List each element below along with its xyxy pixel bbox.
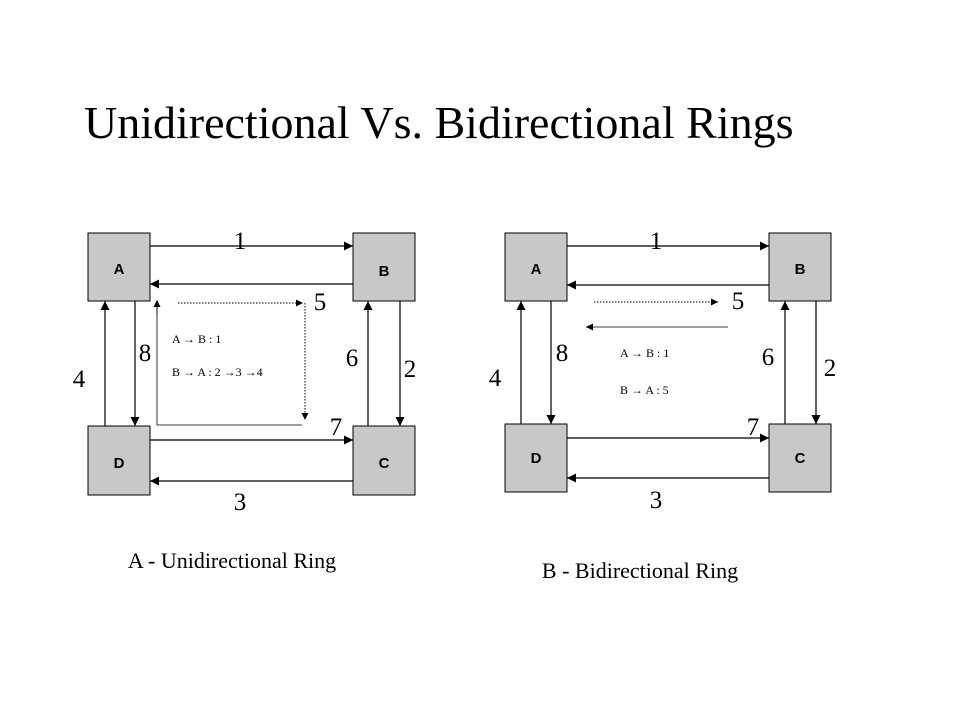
route-b-to-a: B → A : 5: [620, 383, 669, 397]
link-label-1: 1: [234, 228, 247, 255]
route-b-to-a: B → A : 2 →3 →4: [172, 365, 263, 379]
node-c: C: [352, 425, 416, 496]
node-a: A: [504, 232, 568, 302]
link-label-8: 8: [139, 340, 152, 367]
link-label-2: 2: [404, 356, 417, 383]
node-d: D: [504, 423, 568, 493]
node-d-label: D: [114, 455, 125, 472]
node-a-label: A: [114, 261, 125, 278]
link-label-5: 5: [732, 288, 745, 315]
link-label-3: 3: [234, 489, 247, 516]
node-c-label: C: [795, 450, 806, 467]
unidirectional-ring: A B C D 1 2 3 4 5 6: [73, 228, 417, 573]
route-path-return: [156, 303, 302, 426]
link-label-7: 7: [330, 414, 343, 441]
ring-caption-unidirectional: A - Unidirectional Ring: [128, 548, 336, 573]
link-label-2: 2: [824, 355, 837, 382]
node-d-label: D: [531, 450, 542, 467]
link-label-7: 7: [747, 414, 760, 441]
link-label-5: 5: [314, 289, 327, 316]
node-a-label: A: [531, 261, 542, 278]
node-b: B: [768, 232, 832, 302]
link-label-3: 3: [650, 487, 663, 514]
node-c-label: C: [379, 455, 390, 472]
bidirectional-ring: A B C D 1 2 3 4 5 6 7 8: [489, 228, 837, 583]
node-a: A: [87, 232, 151, 302]
node-d: D: [87, 425, 151, 496]
link-label-6: 6: [762, 344, 775, 371]
node-b: B: [352, 232, 416, 302]
node-c: C: [768, 423, 832, 493]
route-a-to-b: A → B : 1: [620, 346, 669, 360]
ring-caption-bidirectional: B - Bidirectional Ring: [542, 558, 738, 583]
link-label-8: 8: [556, 340, 569, 367]
link-label-4: 4: [73, 366, 86, 393]
link-label-4: 4: [489, 365, 502, 392]
node-b-label: B: [795, 261, 806, 278]
link-label-6: 6: [346, 345, 359, 372]
link-label-1: 1: [650, 228, 663, 255]
route-a-to-b: A → B : 1: [172, 332, 221, 346]
page-title: Unidirectional Vs. Bidirectional Rings: [84, 97, 794, 148]
node-b-label: B: [379, 263, 390, 280]
